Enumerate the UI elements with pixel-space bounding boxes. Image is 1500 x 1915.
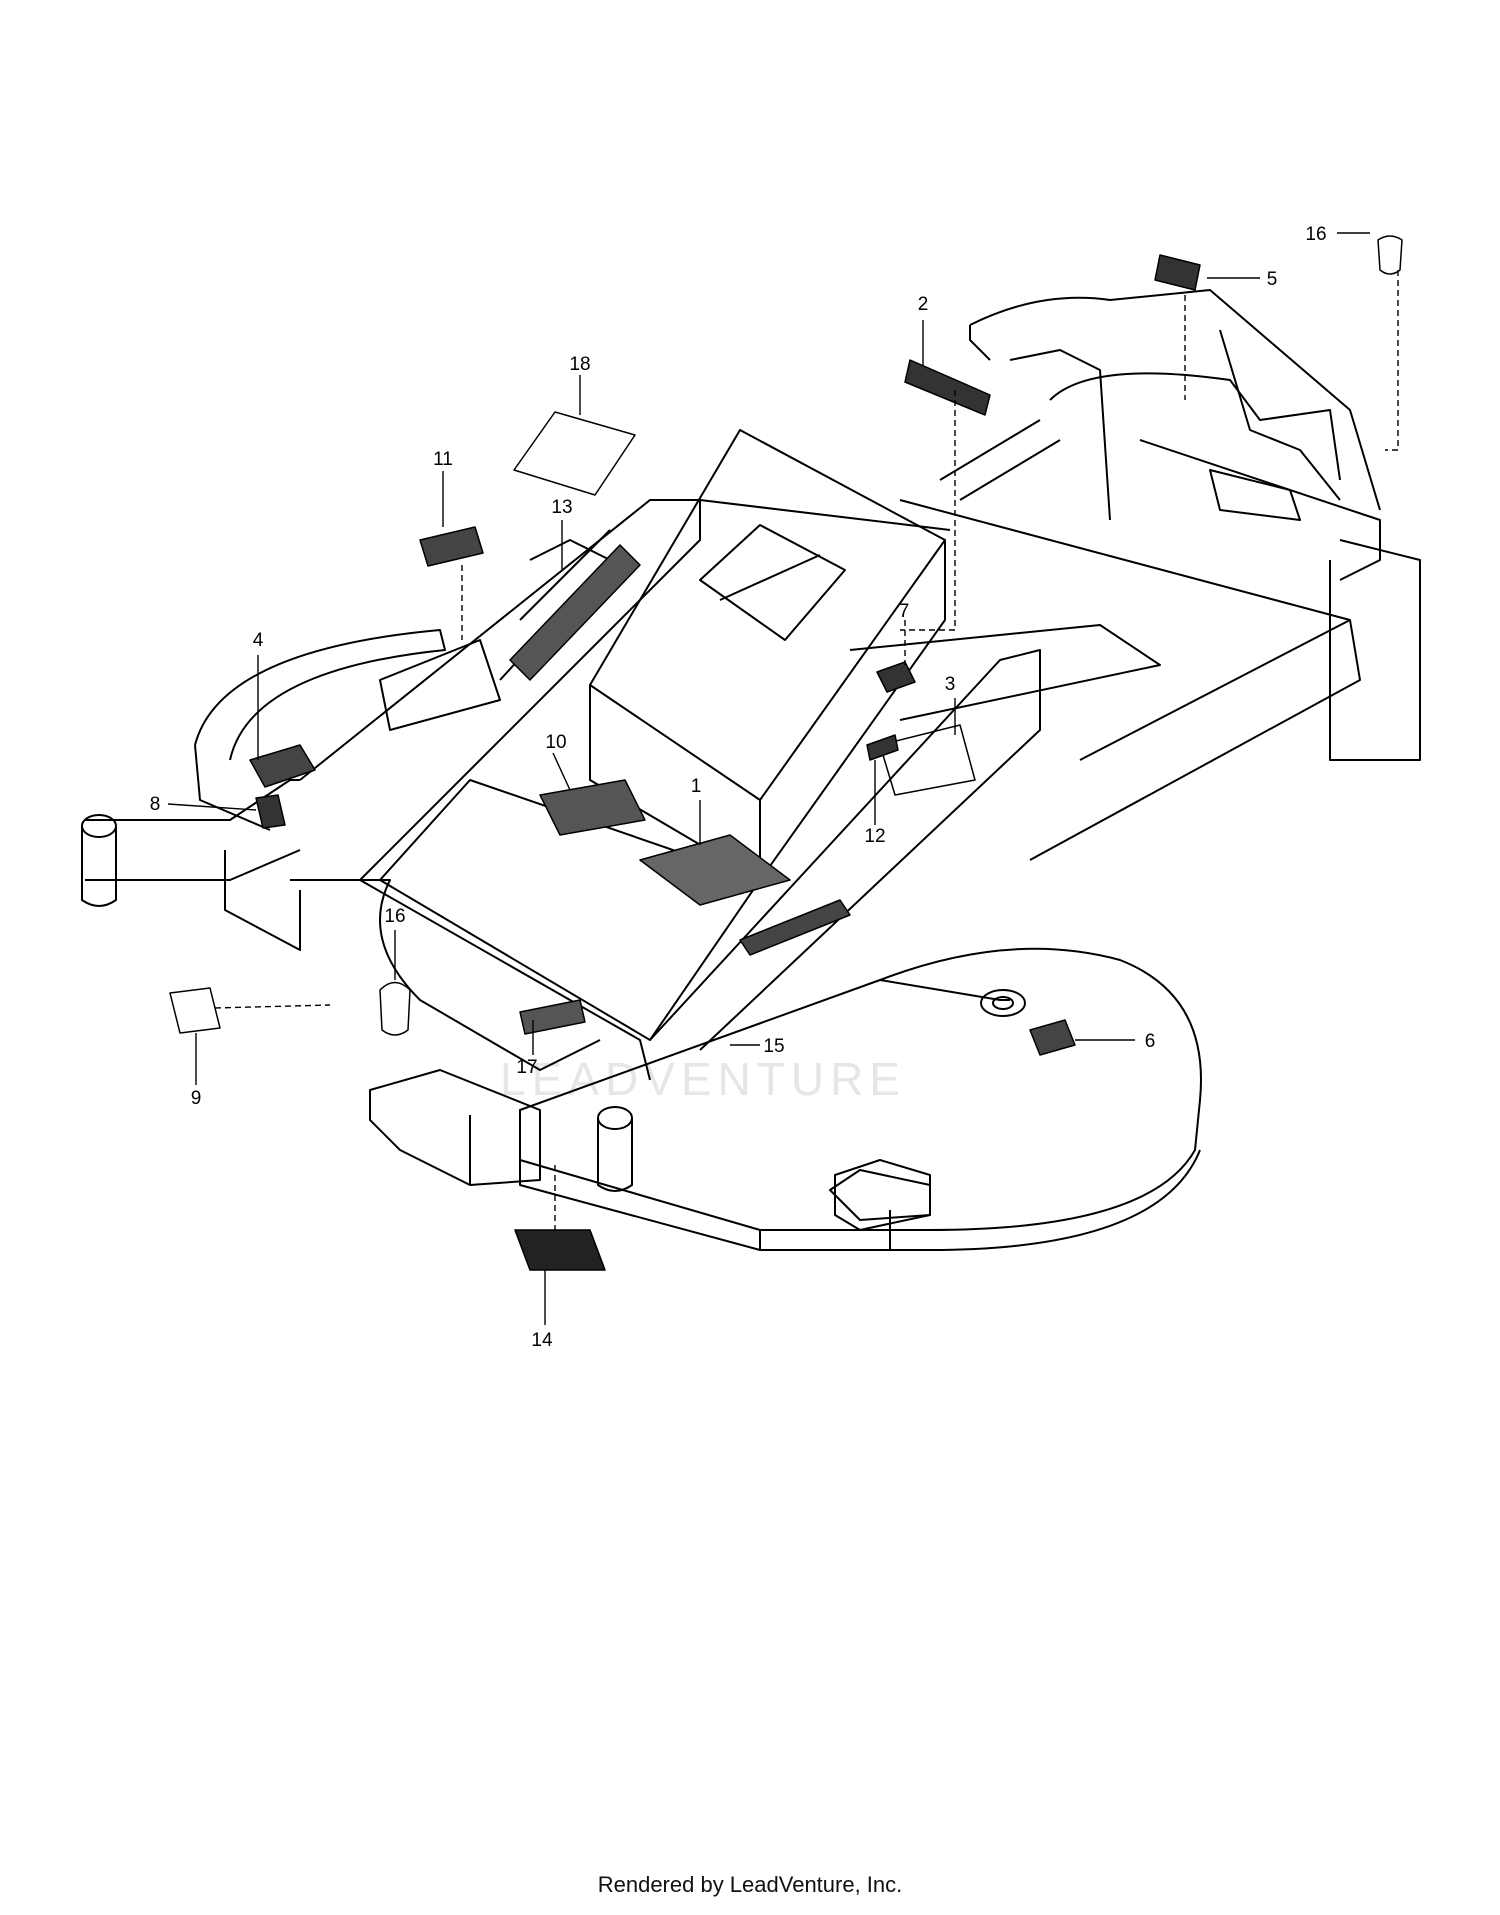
decal-7: [876, 661, 916, 693]
callout-10: 10: [545, 732, 566, 753]
callout-11: 11: [433, 449, 453, 470]
logo-decal-16-rear: [1377, 235, 1403, 275]
callout-15: 15: [763, 1036, 784, 1057]
decal-15: [739, 899, 851, 956]
leader-2b: [900, 390, 956, 631]
decal-2: [904, 359, 991, 416]
mower-frame: [85, 419, 1421, 1081]
watermark: LEADVENTURE: [500, 1053, 906, 1105]
left-caster-tube: [81, 814, 117, 907]
mower-deck: [519, 947, 1202, 1251]
decal-12: [866, 734, 899, 761]
decal-17: [519, 999, 586, 1035]
logo-decal-16-front: [379, 981, 411, 1036]
callout-8: 8: [150, 794, 161, 815]
decal-9: [169, 987, 221, 1034]
decal-11: [419, 526, 484, 567]
seat-pan: [589, 429, 946, 881]
callout-16-rear: 16: [1305, 224, 1326, 245]
decal-6: [1029, 1019, 1076, 1056]
floor-pan: [379, 624, 1161, 1041]
decal-5: [1154, 254, 1201, 291]
leader-8: [167, 803, 257, 811]
leader-10: [552, 752, 571, 791]
front-caster-tube: [597, 1106, 633, 1192]
callout-12: 12: [864, 826, 885, 847]
decal-8: [255, 794, 286, 829]
callout-4: 4: [253, 630, 264, 651]
callout-17: 17: [516, 1057, 537, 1078]
decal-3: [879, 724, 976, 796]
callout-2: 2: [918, 294, 929, 315]
footer-credit: Rendered by LeadVenture, Inc.: [597, 1872, 903, 1897]
decal-13: [509, 544, 641, 681]
left-fender: [194, 529, 611, 831]
callout-18: 18: [569, 354, 590, 375]
callout-13: 13: [551, 497, 572, 518]
callout-16-front: 16: [384, 906, 405, 927]
decal-18: [513, 411, 636, 496]
leader-9b: [214, 1004, 331, 1009]
decal-14: [514, 1229, 606, 1271]
callout-5: 5: [1267, 269, 1278, 290]
callout-3: 3: [945, 674, 956, 695]
callout-7: 7: [899, 601, 910, 622]
decal-10: [539, 779, 646, 836]
decal-4: [249, 744, 316, 788]
callout-9: 9: [191, 1088, 202, 1109]
right-fender: [969, 289, 1381, 521]
callout-6: 6: [1145, 1031, 1156, 1052]
leader-16-rearb: [1385, 270, 1399, 451]
callout-1: 1: [691, 776, 702, 797]
callout-14: 14: [531, 1330, 553, 1351]
